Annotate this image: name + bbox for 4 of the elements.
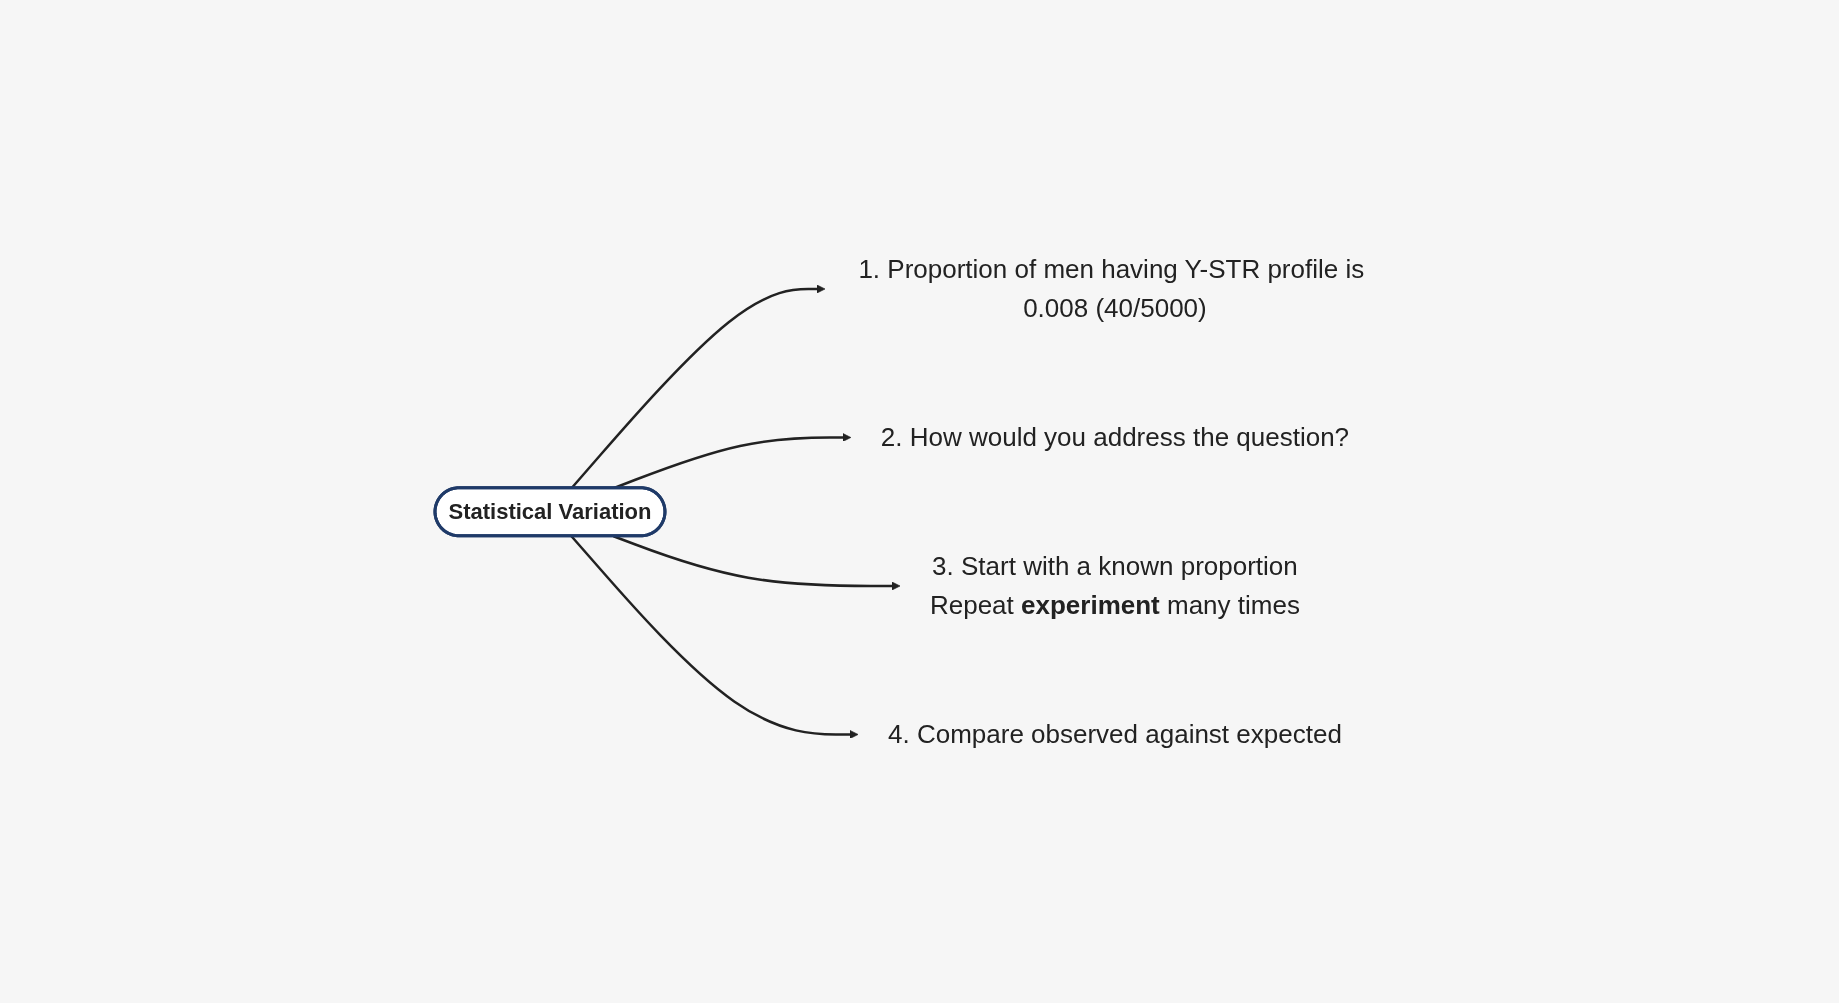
node-text: 1. Proportion of men having Y-STR profile is 0.008 (40/5000) <box>857 253 1364 323</box>
node-text: 3. Start with a known proportion Repeat experiment many times <box>929 550 1300 620</box>
node-text: 4. Compare observed against expected <box>887 718 1342 749</box>
node-text: 2. How would you address the question? <box>880 421 1349 452</box>
